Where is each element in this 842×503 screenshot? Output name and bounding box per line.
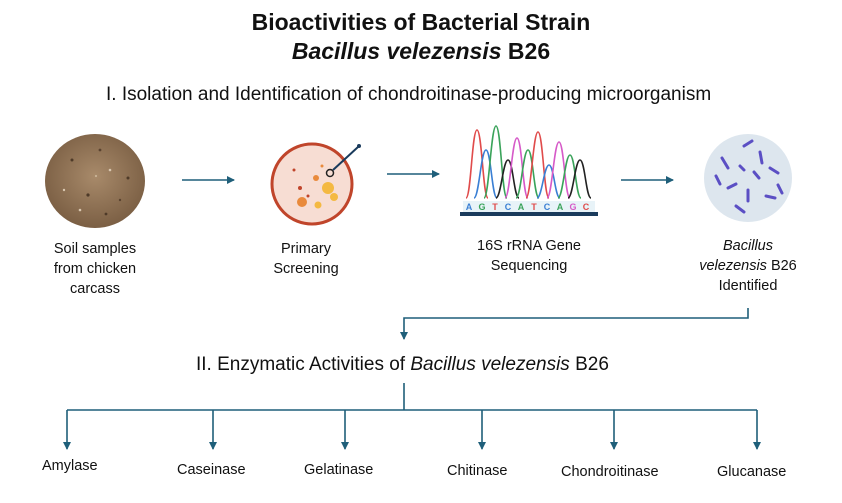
step-soil-caption: Soil samples from chicken carcass [15, 239, 175, 299]
title-line-2: Bacillus velezensis B26 [0, 38, 842, 65]
bacillus-microscope-image [704, 134, 792, 222]
caption-line: Screening [273, 261, 339, 277]
seq-letter: A [557, 202, 564, 212]
connector-arrow [400, 308, 749, 340]
enzyme-caseinase: Caseinase [177, 462, 246, 478]
caption-line: Primary [281, 241, 331, 257]
seq-letter: C [544, 202, 551, 212]
step-screening-caption: Primary Screening [226, 239, 386, 279]
enzyme-chitinase: Chitinase [447, 463, 508, 479]
seq-letter: T [492, 202, 498, 212]
caption-italic: velezensis [699, 258, 767, 274]
petri-dish-icon [270, 142, 361, 226]
enzyme-amylase: Amylase [42, 458, 98, 474]
caption-line: Identified [718, 278, 778, 294]
caption-italic: Bacillus [723, 238, 773, 254]
section-2-suffix: B26 [569, 354, 609, 375]
caption-line: 16S rRNA Gene [477, 238, 581, 254]
seq-letter: G [478, 202, 485, 212]
caption-line: carcass [70, 281, 120, 297]
caption-line: Bacillus [668, 236, 828, 256]
enzyme-branch-tree [63, 383, 761, 450]
sequence-bar [460, 212, 598, 216]
seq-letter: A [466, 202, 473, 212]
seq-letter: G [569, 202, 576, 212]
section-2-species: Bacillus velezensis [410, 354, 570, 375]
caption-line: velezensis B26 [668, 256, 828, 276]
soil-sample-image [45, 134, 145, 228]
seq-letter: T [531, 202, 537, 212]
seq-letter: C [583, 202, 590, 212]
seq-letter: A [518, 202, 525, 212]
seq-letter: C [505, 202, 512, 212]
section-2-prefix: II. Enzymatic Activities of [196, 354, 411, 375]
caption-line: from chicken [53, 261, 137, 277]
enzyme-gelatinase: Gelatinase [304, 462, 374, 478]
sequencing-chromatogram-icon [465, 125, 592, 199]
title-line-1: Bioactivities of Bacterial Strain [251, 9, 591, 35]
caption-strain: B26 [766, 258, 797, 274]
step-identified-caption: Bacillus velezensis B26 Identified [668, 236, 828, 296]
title-species: Bacillus velezensis [291, 38, 502, 64]
enzyme-glucanase: Glucanase [717, 464, 787, 480]
enzyme-chondroitinase: Chondroitinase [561, 464, 659, 480]
section-1-heading: I. Isolation and Identification of chond… [106, 84, 712, 105]
title-strain: B26 [501, 38, 551, 64]
caption-line: Sequencing [490, 258, 568, 274]
section-2-heading: II. Enzymatic Activities of Bacillus vel… [196, 354, 609, 376]
sequence-strip [463, 201, 595, 212]
caption-line: Soil samples [53, 241, 137, 257]
step-sequencing-caption: 16S rRNA Gene Sequencing [449, 236, 609, 276]
